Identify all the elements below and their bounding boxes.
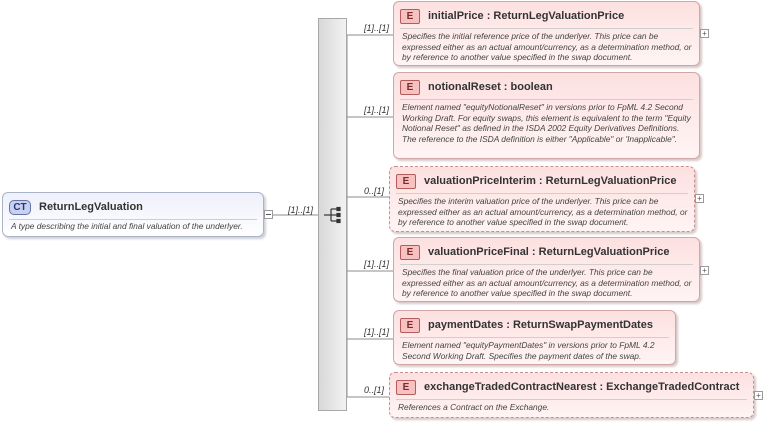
- complex-type-name: ReturnLegValuation: [39, 201, 143, 213]
- element-badge: E: [400, 8, 420, 24]
- plus-icon[interactable]: +: [700, 29, 709, 38]
- complex-type-badge: CT: [9, 199, 31, 215]
- separator: [396, 399, 747, 400]
- plus-icon[interactable]: +: [754, 391, 763, 400]
- element-title: valuationPriceInterim : ReturnLegValuati…: [424, 175, 677, 187]
- element-doc: Specifies the interim valuation price of…: [398, 196, 688, 228]
- element-title: paymentDates : ReturnSwapPaymentDates: [428, 319, 653, 331]
- element-valuation-price-interim[interactable]: E valuationPriceInterim : ReturnLegValua…: [389, 166, 695, 232]
- element-badge: E: [400, 244, 420, 260]
- element-doc: Specifies the final valuation price of t…: [402, 267, 692, 299]
- element-badge: E: [400, 79, 420, 95]
- element-cardinality: 0..[1]: [364, 385, 385, 395]
- separator: [400, 99, 693, 100]
- element-payment-dates[interactable]: E paymentDates : ReturnSwapPaymentDates …: [393, 310, 676, 365]
- element-title: exchangeTradedContractNearest : Exchange…: [424, 381, 740, 393]
- plus-icon[interactable]: +: [700, 266, 709, 275]
- element-title: notionalReset : boolean: [428, 81, 553, 93]
- element-doc: Specifies the initial reference price of…: [402, 31, 692, 63]
- element-cardinality: [1]..[1]: [364, 259, 390, 269]
- separator: [9, 219, 257, 220]
- element-exchange-traded-contract-nearest[interactable]: E exchangeTradedContractNearest : Exchan…: [389, 372, 754, 418]
- element-badge: E: [396, 173, 416, 189]
- element-cardinality: 0..[1]: [364, 186, 385, 196]
- element-title: valuationPriceFinal : ReturnLegValuation…: [428, 246, 670, 258]
- element-badge: E: [396, 379, 416, 395]
- element-cardinality: [1]..[1]: [364, 327, 390, 337]
- complex-type-doc: A type describing the initial and final …: [11, 221, 243, 231]
- plus-icon[interactable]: +: [695, 194, 704, 203]
- separator: [400, 28, 693, 29]
- element-doc: References a Contract on the Exchange.: [398, 402, 550, 412]
- element-initial-price[interactable]: E initialPrice : ReturnLegValuationPrice…: [393, 1, 700, 66]
- separator: [396, 193, 688, 194]
- sequence-icon: [324, 206, 341, 224]
- separator: [400, 264, 693, 265]
- element-badge: E: [400, 317, 420, 333]
- element-notional-reset[interactable]: E notionalReset : boolean Element named …: [393, 72, 700, 159]
- element-cardinality: [1]..[1]: [364, 23, 390, 33]
- element-doc: Element named "equityNotionalReset" in v…: [402, 102, 691, 144]
- complex-type-box[interactable]: CT ReturnLegValuation A type describing …: [2, 192, 264, 237]
- element-title: initialPrice : ReturnLegValuationPrice: [428, 10, 625, 22]
- separator: [400, 337, 669, 338]
- root-cardinality: [1]..[1]: [288, 205, 314, 215]
- element-doc: Element named "equityPaymentDates" in ve…: [402, 340, 655, 361]
- element-valuation-price-final[interactable]: E valuationPriceFinal : ReturnLegValuati…: [393, 237, 700, 302]
- element-cardinality: [1]..[1]: [364, 105, 390, 115]
- minus-icon[interactable]: [264, 210, 273, 219]
